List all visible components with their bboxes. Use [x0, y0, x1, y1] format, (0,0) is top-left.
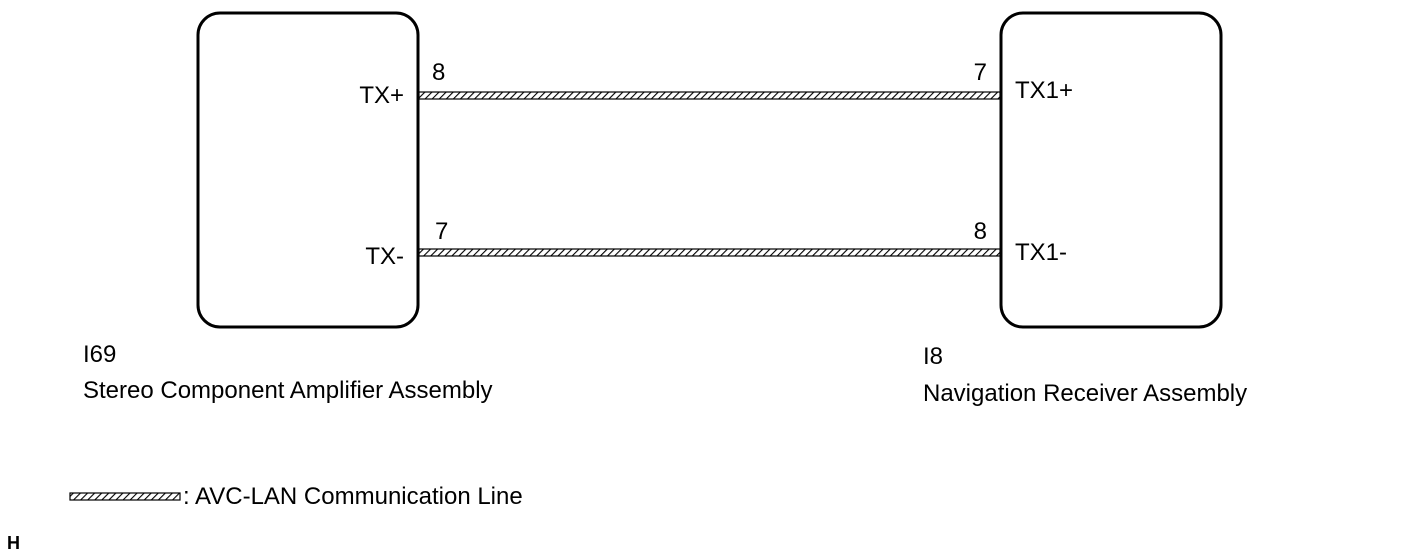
- legend-text: : AVC-LAN Communication Line: [183, 483, 523, 510]
- right-pin-number-positive: 7: [974, 59, 987, 86]
- left-unit-code: I69: [83, 341, 116, 368]
- left-pin-signal-negative: TX-: [365, 243, 404, 270]
- left-pin-signal-positive: TX+: [359, 82, 404, 109]
- left-pin-number-positive: 8: [432, 59, 445, 86]
- avc-lan-wire-positive: [418, 91, 1001, 100]
- stereo-amplifier-box: [196, 11, 420, 329]
- right-pin-signal-positive: TX1+: [1015, 77, 1073, 104]
- left-pin-number-negative: 7: [435, 218, 448, 245]
- avc-lan-wire-negative: [418, 248, 1001, 257]
- right-unit-code: I8: [923, 343, 943, 370]
- right-pin-signal-negative: TX1-: [1015, 239, 1067, 266]
- left-unit-name: Stereo Component Amplifier Assembly: [83, 377, 493, 404]
- navigation-receiver-box: [999, 11, 1223, 329]
- corner-mark: H: [7, 533, 20, 553]
- legend-wire-swatch: [69, 492, 181, 501]
- right-pin-number-negative: 8: [974, 218, 987, 245]
- right-unit-name: Navigation Receiver Assembly: [923, 380, 1247, 407]
